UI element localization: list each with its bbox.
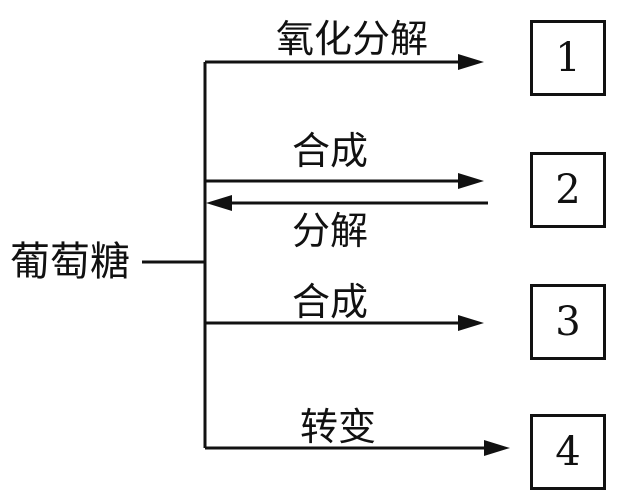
arrow-1-head — [458, 54, 484, 70]
arrow-1-label: 氧化分解 — [276, 17, 429, 61]
arrow-2-forward-head — [458, 173, 484, 189]
source-label: 葡萄糖 — [10, 239, 130, 285]
arrow-2-forward-label: 合成 — [292, 129, 369, 173]
box-4-number: 4 — [555, 429, 581, 475]
arrow-2-reverse-label: 分解 — [292, 209, 369, 253]
box-1-number: 1 — [555, 35, 581, 81]
box-4: 4 — [530, 414, 606, 490]
box-2-number: 2 — [555, 167, 581, 213]
box-3: 3 — [530, 284, 606, 360]
box-1: 1 — [530, 20, 606, 96]
arrow-3-label: 合成 — [292, 280, 369, 324]
box-2: 2 — [530, 152, 606, 228]
arrow-4-label: 转变 — [300, 405, 377, 449]
box-3-number: 3 — [555, 299, 581, 345]
arrow-4-head — [484, 440, 510, 456]
arrow-3-head — [458, 315, 484, 331]
arrow-2-reverse-head — [206, 195, 232, 211]
